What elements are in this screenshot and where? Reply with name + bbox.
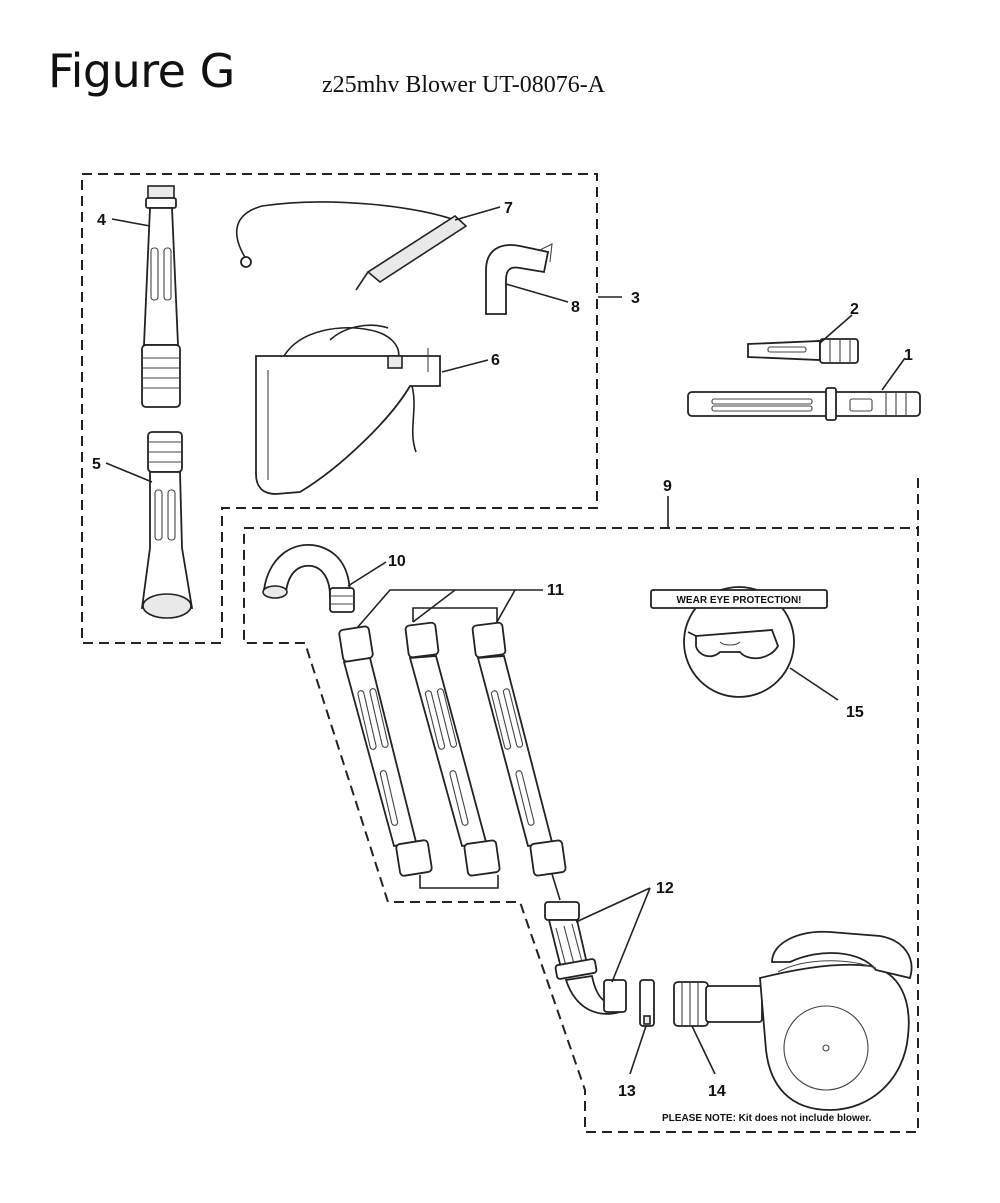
tube-link-bottom xyxy=(419,875,499,889)
curved-tube-part xyxy=(262,544,355,613)
callout-1: 1 xyxy=(904,347,913,364)
clamp-ring-part xyxy=(639,979,655,1027)
long-tube-part xyxy=(687,387,921,421)
callout-13: 13 xyxy=(618,1083,636,1100)
callout-12: 12 xyxy=(656,880,674,897)
safety-glasses-label: WEAR EYE PROTECTION! xyxy=(650,586,828,698)
short-tube-part xyxy=(747,338,859,364)
warning-label-text: WEAR EYE PROTECTION! xyxy=(676,595,801,606)
callout-2: 2 xyxy=(850,301,859,318)
callout-4: 4 xyxy=(97,212,106,229)
blower-unit-illustration xyxy=(759,930,913,1111)
kit-note: PLEASE NOTE: Kit does not include blower… xyxy=(662,1113,872,1124)
tube-link-top xyxy=(412,607,498,622)
collection-bag-part xyxy=(255,324,441,495)
small-elbow-part xyxy=(485,243,553,315)
callout-7: 7 xyxy=(504,200,513,217)
figure-title: Figure G xyxy=(48,44,235,98)
blower-adapter-part xyxy=(673,981,763,1027)
upper-tube-part xyxy=(141,185,181,408)
callout-11: 11 xyxy=(547,582,564,599)
figure-subtitle: z25mhv Blower UT-08076-A xyxy=(322,72,606,98)
extension-tube-2 xyxy=(404,621,501,877)
callout-14: 14 xyxy=(708,1083,726,1100)
elbow-coupling-part xyxy=(544,901,627,1015)
callout-9: 9 xyxy=(663,478,672,495)
callout-15: 15 xyxy=(846,704,864,721)
extension-tube-3 xyxy=(471,621,567,877)
kit-9-outline xyxy=(243,527,919,1133)
extension-tube-1 xyxy=(338,625,433,877)
lower-tube-part xyxy=(140,431,194,619)
kit-3-outline xyxy=(81,173,598,644)
callout-10: 10 xyxy=(388,553,406,570)
callout-5: 5 xyxy=(92,456,101,473)
tube-join-line xyxy=(551,873,561,901)
callout-8: 8 xyxy=(571,299,580,316)
callout-6: 6 xyxy=(491,352,500,369)
callout-3: 3 xyxy=(631,290,640,307)
shoulder-strap-part xyxy=(236,201,468,291)
